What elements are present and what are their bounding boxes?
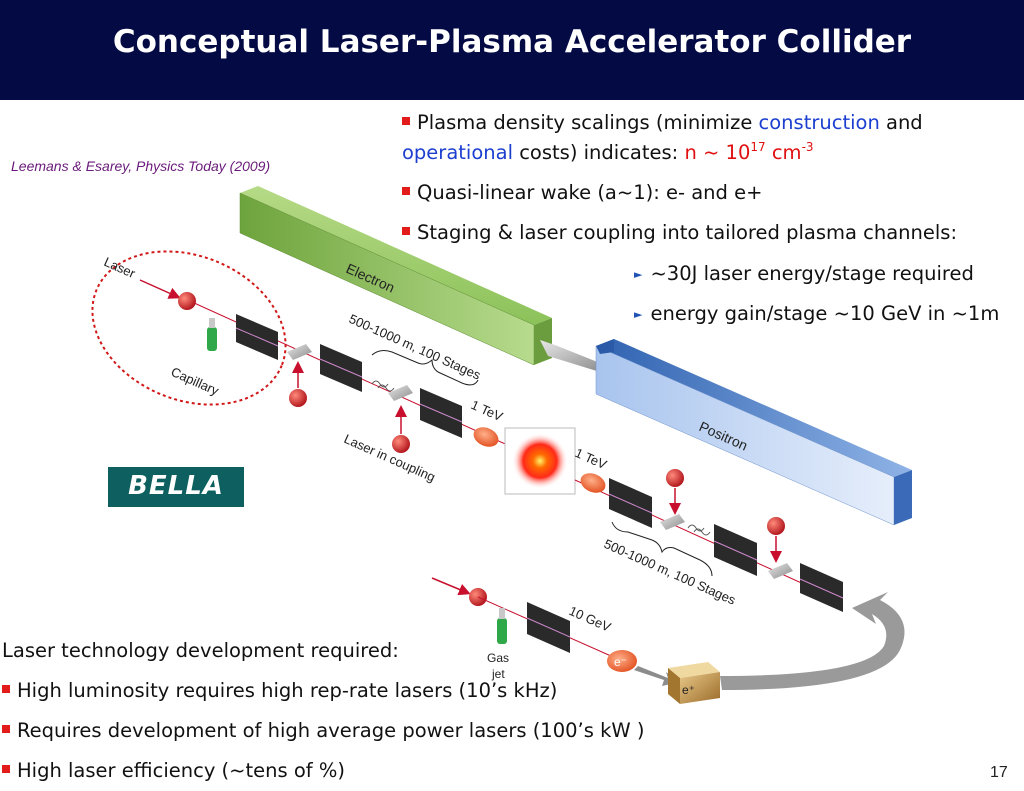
bullet-efficiency: High laser efficiency (~tens of %) (2, 756, 345, 786)
title-bar: Conceptual Laser-Plasma Accelerator Coll… (0, 0, 1024, 100)
coupling-laser-ball (392, 435, 410, 453)
accel-stage (608, 478, 653, 528)
bullet-marker (402, 187, 410, 195)
bullet-plasma-density-line2: operational costs) indicates: n ~ 1017 c… (402, 140, 814, 164)
bullet-quasi-linear: Quasi-linear wake (a~1): e- and e+ (402, 178, 762, 208)
bullet-marker (402, 227, 410, 235)
accel-stage (713, 524, 758, 576)
coupling-mirror (768, 563, 793, 579)
coupling-laser-ball (666, 469, 684, 487)
break-mark (371, 380, 395, 392)
capillary-gas-jet (207, 318, 217, 351)
positron-converter (668, 662, 720, 704)
bullet-staging: Staging & laser coupling into tailored p… (402, 218, 957, 248)
capillary-highlight (91, 250, 287, 406)
collision-point (504, 427, 576, 495)
coupling-mirror (660, 514, 685, 530)
sub-bullet-energy-gain: ►energy gain/stage ~10 GeV in ~1m (634, 302, 1000, 325)
laser-label-top: Laser (102, 254, 138, 281)
slide-title: Conceptual Laser-Plasma Accelerator Coll… (112, 24, 912, 60)
gas-label: Gas (487, 651, 509, 665)
positron-symbol: e⁺ (682, 683, 695, 697)
coupling-laser-ball (767, 517, 785, 535)
coupling-label: Laser in coupling (342, 431, 438, 485)
citation: Leemans & Esarey, Physics Today (2009) (11, 158, 271, 174)
energy-label-right: 1 TeV (573, 445, 610, 472)
electron-bunch-injector (607, 650, 637, 672)
accel-stage (235, 314, 279, 360)
laser-focus-ball-top (178, 292, 196, 310)
jet-label: jet (491, 667, 505, 681)
electron-beam-block: Electron (239, 186, 552, 366)
accel-stage (319, 344, 363, 392)
bullet-marker (402, 117, 410, 125)
bullet-marker (2, 725, 10, 733)
bullet-marker (2, 685, 10, 693)
sub-bullet-marker: ► (634, 308, 643, 321)
bullet-average-power: Requires development of high average pow… (2, 716, 644, 746)
bullet-marker (2, 765, 10, 773)
electron-bunch (473, 427, 499, 447)
coupling-laser-ball (289, 389, 307, 407)
stages-brace-top (371, 350, 479, 386)
accel-stage (419, 388, 463, 438)
laser-arrow-top (139, 279, 181, 299)
break-mark (687, 524, 711, 536)
injector-gas-jet (497, 608, 507, 644)
beam-connector (540, 340, 605, 372)
coupling-mirror (287, 344, 312, 360)
laser-arrow-bottom (431, 577, 471, 596)
energy-label-left: 1 TeV (469, 397, 506, 424)
accel-stage (799, 563, 844, 612)
bullet-luminosity: High luminosity requires high rep-rate l… (2, 676, 557, 706)
sub-bullet-laser-energy: ►~30J laser energy/stage required (634, 262, 974, 285)
bella-logo: BELLA (108, 467, 244, 507)
injector-stage (526, 602, 571, 653)
bullet-plasma-density: Plasma density scalings (minimize constr… (402, 108, 923, 138)
laser-dev-heading: Laser technology development required: (2, 639, 399, 662)
coupling-mirror (388, 385, 413, 401)
sub-bullet-marker: ► (634, 268, 643, 281)
electron-symbol: e⁻ (614, 655, 627, 669)
positron-return-arrow (720, 592, 905, 690)
capillary-label: Capillary (169, 364, 222, 398)
stages-brace-bottom (611, 521, 713, 577)
positron-bunch (580, 473, 606, 493)
page-number: 17 (990, 764, 1008, 781)
energy-label-10gev: 10 GeV (567, 603, 614, 635)
